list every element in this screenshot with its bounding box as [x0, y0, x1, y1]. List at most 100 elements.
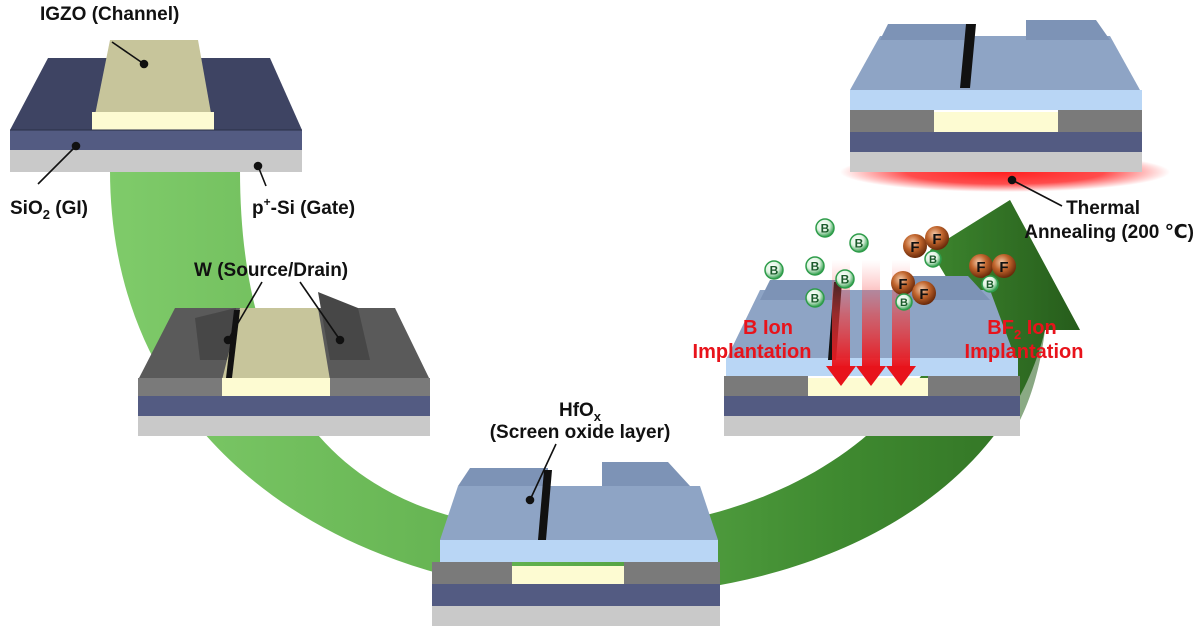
boron-ion-label: B [855, 237, 864, 251]
fluorine-ion: F [903, 234, 927, 258]
leader-hfox [529, 443, 557, 501]
d2-channel-top [222, 308, 330, 380]
label-w: W (Source/Drain) [194, 260, 348, 281]
fluorine-ion-label: F [976, 259, 985, 276]
process-arrow-body [110, 170, 1080, 596]
boron-ion-label: B [811, 260, 820, 274]
d2-metal-left-front [138, 378, 222, 396]
d5-oxide-front [850, 132, 1142, 152]
boron-ion-label: B [986, 279, 994, 291]
leader-thermal-dot [1007, 175, 1017, 185]
bf2-molecules: F F B F F B F F B [891, 226, 1016, 311]
leader-igzo-dot [139, 59, 149, 69]
implant-beam-2 [862, 260, 880, 368]
d2-metal-right-front [330, 378, 430, 396]
boron-ion-label: B [821, 222, 830, 236]
label-hfox-line2: (Screen oxide layer) [490, 422, 671, 443]
device-1-igzo [10, 40, 302, 172]
d2-metal-right-step [318, 292, 370, 360]
d3-hfox-bump-right [602, 462, 690, 486]
boron-ion: B [805, 288, 825, 308]
boron-ion: B [981, 275, 999, 293]
label-hfox-main: HfO [559, 400, 594, 421]
bf2-molecule: F F B [891, 271, 936, 311]
d4-channel-front [808, 378, 928, 396]
d4-oxide-front [724, 396, 1020, 416]
label-bf2-main: BF [987, 317, 1014, 339]
label-hfox-line1: HfOx [559, 400, 602, 424]
boron-ions: B B B B B B [764, 218, 869, 308]
d5-channel-front [934, 112, 1058, 132]
label-bf2-line1: BF2 Ion [987, 317, 1056, 342]
d1-oxide-front [10, 130, 302, 150]
fluorine-ion-label: F [999, 259, 1008, 276]
boron-ion: B [895, 293, 913, 311]
fluorine-ion-label: F [932, 231, 941, 248]
label-bf2-line2: Implantation [965, 341, 1084, 363]
label-psi: p+-Si (Gate) [252, 195, 355, 219]
label-igzo: IGZO (Channel) [40, 4, 179, 25]
leader-sio2 [37, 145, 77, 185]
leader-sio2-dot [71, 141, 81, 151]
leader-lines [37, 41, 1063, 505]
d1-substrate-front [10, 150, 302, 172]
d5-hfox-top [850, 36, 1140, 90]
leader-igzo [111, 41, 145, 65]
label-b-ion-line1: B Ion [743, 317, 793, 339]
d5-hfox-bump-right [1026, 20, 1110, 40]
process-arrow [110, 170, 1080, 596]
implant-arrowhead-1 [826, 366, 856, 386]
boron-ion: B [815, 218, 835, 238]
d3-metal-right [624, 562, 720, 584]
d1-channel-front [92, 112, 214, 130]
boron-ion-label: B [841, 273, 850, 287]
d2-channel-front [222, 378, 330, 396]
fluorine-ion-label: F [910, 239, 919, 256]
d5-metal-right [1058, 110, 1142, 132]
d2-metal-left-step [195, 308, 236, 360]
label-psi-main: p [252, 198, 264, 219]
d3-metal-left [432, 562, 512, 584]
fluorine-ion: F [891, 271, 915, 295]
label-thermal-line1: Thermal [1066, 198, 1140, 219]
fluorine-ion-label: F [919, 286, 928, 303]
d5-metal-left [850, 110, 934, 132]
leader-hfox-dot [525, 495, 535, 505]
d3-oxide-front [432, 584, 720, 606]
fluorine-ion-label: F [898, 276, 907, 293]
fluorine-ion: F [992, 254, 1016, 278]
leader-psi-dot [253, 161, 263, 171]
boron-ion: B [924, 250, 942, 268]
d4-metal-right [928, 376, 1020, 396]
d3-channel-front [512, 566, 624, 584]
label-hfox-sub: x [594, 409, 602, 424]
fluorine-ion: F [969, 254, 993, 278]
d5-hfox-light [850, 90, 1142, 110]
label-sio2-sub: 2 [43, 207, 50, 222]
d2-oxide-front [138, 396, 430, 416]
d3-substrate-front [432, 606, 720, 626]
boron-ion-label: B [811, 292, 820, 306]
label-psi-tail: -Si (Gate) [271, 198, 355, 219]
fluorine-ion: F [925, 226, 949, 250]
d3-hfox-bump-left [458, 468, 548, 486]
label-bf2-tail: Ion [1021, 317, 1057, 339]
d3-hfox-top [440, 486, 718, 540]
label-psi-sup: + [264, 195, 271, 209]
d4-substrate-front [724, 416, 1020, 436]
leader-thermal [1011, 179, 1063, 207]
implant-arrowhead-2 [856, 366, 886, 386]
device-2-w [138, 292, 430, 436]
d3-hfox-light [440, 540, 718, 562]
boron-ion-label: B [929, 254, 937, 266]
boron-ion: B [764, 260, 784, 280]
boron-ion: B [835, 269, 855, 289]
boron-ion: B [805, 256, 825, 276]
label-sio2: SiO2 (GI) [10, 198, 88, 222]
process-arrow-side [930, 200, 1080, 420]
device-3-hfox [432, 462, 720, 626]
d5-gap-shadow [960, 24, 976, 88]
bf2-molecule: F F B [969, 254, 1016, 293]
label-b-ion-line2: Implantation [693, 341, 812, 363]
d4-metal-left [724, 376, 808, 396]
